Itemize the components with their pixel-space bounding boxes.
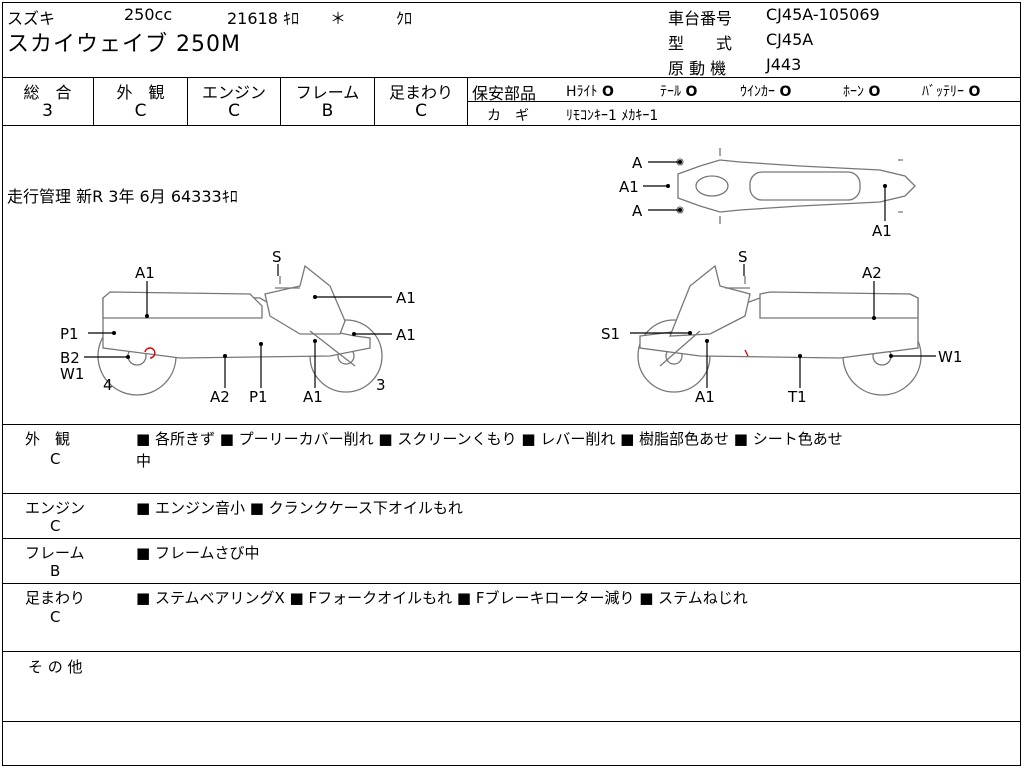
label-a1: A1 xyxy=(619,178,639,196)
divider xyxy=(2,538,1021,539)
divider xyxy=(2,493,1021,494)
divider xyxy=(374,77,375,125)
label-t1: T1 xyxy=(787,388,807,406)
divider xyxy=(2,125,1021,126)
divider xyxy=(93,77,94,125)
displacement: 250cc xyxy=(124,5,173,24)
remark-exterior-text: ■ 各所きず ■ プーリーカバー削れ ■ スクリーンくもり ■ レバー削れ ■ … xyxy=(136,430,843,448)
label-3: 3 xyxy=(376,376,386,394)
safety-item-headlight: Hﾗｲﾄ O xyxy=(566,84,614,100)
key-value: ﾘﾓｺﾝｷｰ1 ﾒｶｷｰ1 xyxy=(566,108,659,124)
grade-overall-value: 3 xyxy=(42,101,53,121)
grade-suspension-label: 足まわり xyxy=(388,83,453,102)
mileage: 21618 ｷﾛ xyxy=(227,9,299,28)
remark-exterior-grade: C xyxy=(50,450,61,468)
label-s1: S1 xyxy=(601,325,620,343)
label-s: S xyxy=(738,248,748,266)
label-a1: A1 xyxy=(396,326,416,344)
remark-exterior-text-cont: 中 xyxy=(136,452,152,470)
remark-frame-grade: B xyxy=(50,562,61,580)
label-p1: P1 xyxy=(60,325,79,343)
label-a1: A1 xyxy=(695,388,715,406)
grade-engine-value: C xyxy=(228,101,240,121)
divider xyxy=(2,77,1021,78)
divider xyxy=(2,424,1021,425)
grade-overall-label: 総 合 xyxy=(23,83,72,102)
remark-frame-label: フレーム xyxy=(25,544,85,562)
label-a1: A1 xyxy=(396,289,416,307)
grade-exterior-value: C xyxy=(134,101,147,121)
remark-exterior-label: 外 観 xyxy=(25,430,71,448)
chassis-label: 車台番号 xyxy=(668,9,733,28)
divider xyxy=(280,77,281,125)
remark-frame-text: ■ フレームさび中 xyxy=(136,544,260,562)
label-s: S xyxy=(272,248,282,266)
remark-engine-grade: C xyxy=(50,517,61,535)
engine-label: 原 動 機 xyxy=(668,59,727,78)
remark-engine-text: ■ エンジン音小 ■ クランクケース下オイルもれ xyxy=(136,499,463,517)
divider xyxy=(467,77,468,125)
divider xyxy=(2,583,1021,584)
divider xyxy=(467,101,1021,102)
key-label: カ ギ xyxy=(487,108,529,124)
travel-record: 走行管理 新R 3年 6月 64333ｷﾛ xyxy=(7,187,238,206)
label-a1: A1 xyxy=(872,222,892,240)
safety-label: 保安部品 xyxy=(472,84,537,103)
remark-suspension-label: 足まわり xyxy=(25,589,86,607)
grade-exterior-label: 外 観 xyxy=(116,83,165,102)
label-a1: A1 xyxy=(303,388,323,406)
safety-item-winker: ｳｲﾝｶｰ O xyxy=(740,84,792,100)
label-a2: A2 xyxy=(210,388,230,406)
label-4: 4 xyxy=(103,376,113,394)
safety-item-tail: ﾃｰﾙ O xyxy=(660,84,698,100)
grade-suspension-value: C xyxy=(415,101,427,121)
motorcycle-left-view: S A1 A1 A1 P1 B2 W1 4 A2 P1 A1 3 xyxy=(60,248,416,406)
color: ｸﾛ xyxy=(396,9,413,28)
label-a: A xyxy=(632,154,643,172)
label-a: A xyxy=(632,202,643,220)
remark-suspension-grade: C xyxy=(50,608,61,626)
divider xyxy=(187,77,188,125)
model-name: スカイウェイブ 250M xyxy=(7,32,241,57)
grade-engine-label: エンジン xyxy=(201,83,266,102)
chassis-value: CJ45A-105069 xyxy=(766,5,880,24)
motorcycle-top-view: A A1 A A1 xyxy=(619,148,916,240)
label-a2: A2 xyxy=(862,264,882,282)
label-a1: A1 xyxy=(135,264,155,282)
remark-suspension-text: ■ ステムベアリングX ■ Fフォークオイルもれ ■ Fブレーキローター減り ■… xyxy=(136,589,748,607)
label-w1: W1 xyxy=(938,348,962,366)
remark-other-label: そ の 他 xyxy=(28,658,83,676)
safety-item-battery: ﾊﾞｯﾃﾘｰ O xyxy=(922,84,981,100)
type-label: 型 式 xyxy=(668,34,733,53)
engine-value: J443 xyxy=(766,55,802,74)
grade-frame-value: B xyxy=(321,101,334,121)
maker: スズキ xyxy=(7,9,56,28)
grade-frame-label: フレーム xyxy=(295,83,360,102)
divider xyxy=(2,721,1021,722)
type-value: CJ45A xyxy=(766,30,814,49)
label-w1: W1 xyxy=(60,365,84,383)
safety-item-horn: ﾎｰﾝ O xyxy=(843,84,881,100)
label-b2: B2 xyxy=(60,349,80,367)
damage-diagram: A A1 A A1 S A1 A1 A1 P1 xyxy=(60,148,962,406)
motorcycle-right-view: S A2 S1 W1 A1 T1 xyxy=(601,248,962,406)
label-p1: P1 xyxy=(249,388,268,406)
mileage-mark: ＊ xyxy=(330,9,347,28)
divider xyxy=(2,651,1021,652)
remark-engine-label: エンジン xyxy=(25,499,86,517)
